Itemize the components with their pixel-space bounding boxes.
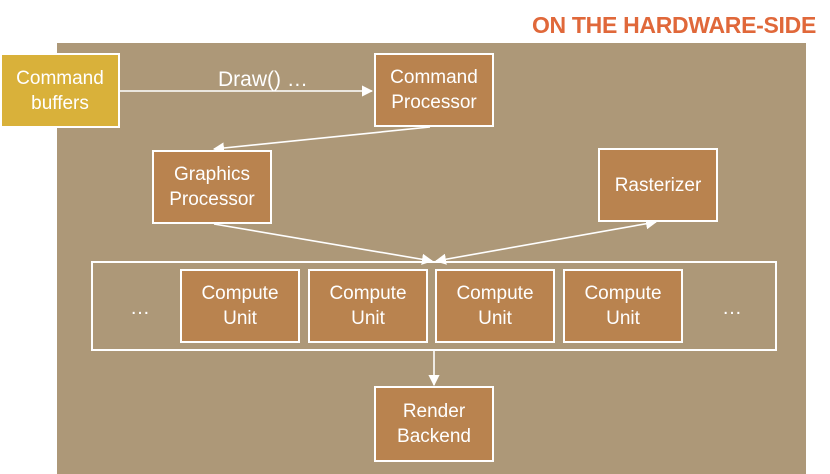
compute-unit-node: Compute Unit — [435, 269, 555, 343]
compute-unit-node: Compute Unit — [563, 269, 683, 343]
compute-unit-group — [91, 261, 777, 351]
compute-ellipsis-left: … — [130, 297, 150, 319]
compute-unit-node: Compute Unit — [180, 269, 300, 343]
rasterizer-node: Rasterizer — [598, 148, 718, 222]
draw-call-label: Draw() … — [218, 68, 308, 91]
render-backend-node: Render Backend — [374, 386, 494, 462]
compute-ellipsis-right: … — [722, 297, 742, 319]
slide-title: ON THE HARDWARE-SIDE — [531, 12, 816, 38]
command-buffers-node: Command buffers — [0, 53, 120, 128]
command-processor-node: Command Processor — [374, 53, 494, 127]
graphics-processor-node: Graphics Processor — [152, 150, 272, 224]
compute-unit-node: Compute Unit — [308, 269, 428, 343]
